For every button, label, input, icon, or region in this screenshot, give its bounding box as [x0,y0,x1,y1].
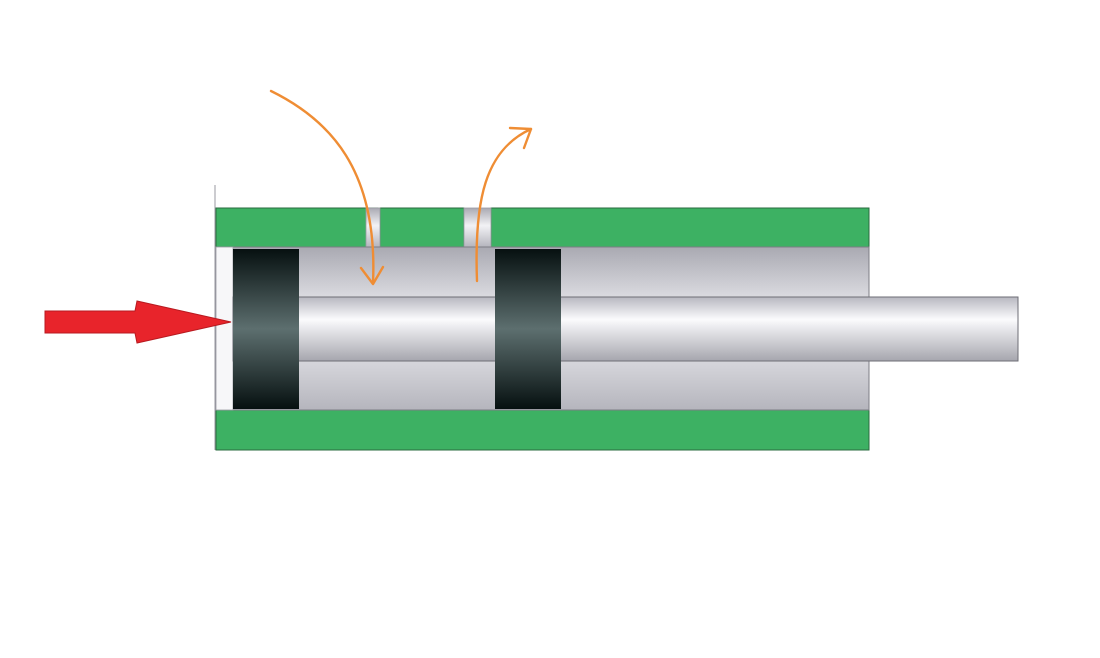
end-cap [215,246,234,411]
housing-bottom [215,409,870,451]
housing-top-left [215,207,379,248]
input-force-arrow [44,300,232,344]
housing-top-right [490,207,870,248]
outflow-arrow [475,126,533,283]
right-piston [495,249,561,409]
inflow-arrow [269,89,385,286]
housing-top-middle [379,207,465,248]
piston-rod [232,296,1019,362]
left-piston [233,249,299,409]
cylinder-housing [215,207,870,451]
